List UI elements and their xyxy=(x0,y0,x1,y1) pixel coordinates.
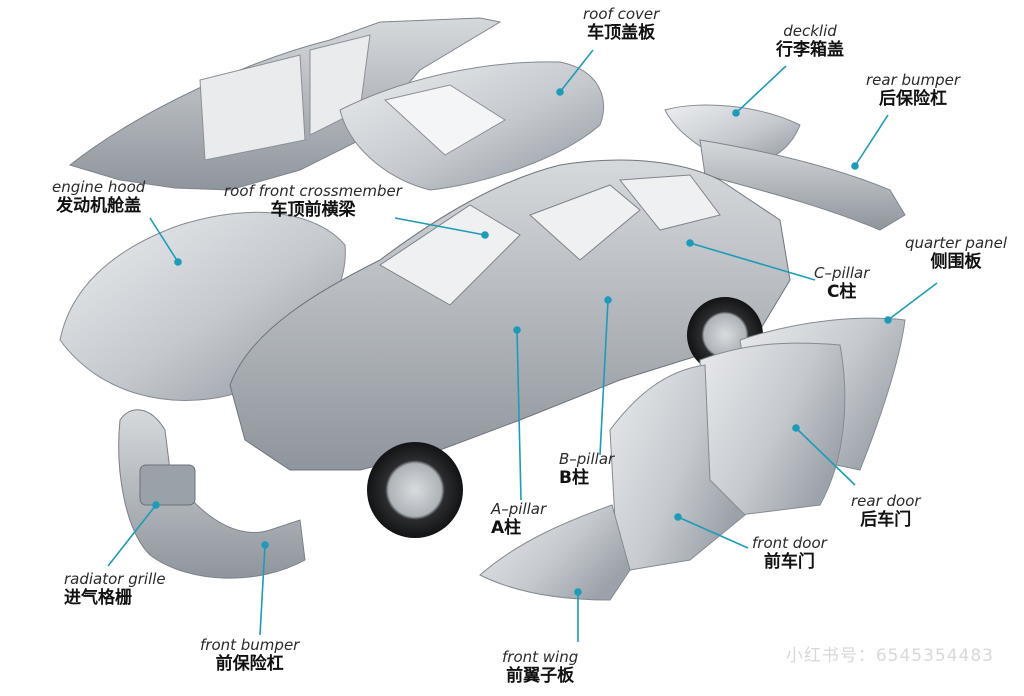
decklid-panel xyxy=(664,104,801,166)
watermark: 小红书号：6545354483 xyxy=(785,646,994,666)
decklid-en: decklid xyxy=(783,22,837,40)
rear-bumper-en: rear bumper xyxy=(866,71,961,89)
front-door-panel xyxy=(609,364,746,571)
label-front-wing: front wing 前翼子板 xyxy=(502,648,578,686)
front-bumper-zh: 前保险杠 xyxy=(215,654,284,674)
front-wing-panel xyxy=(479,504,631,601)
roof-front-zh: 车顶前横梁 xyxy=(270,200,356,220)
label-engine-hood: engine hood 发动机舱盖 xyxy=(52,178,145,216)
decklid-zh: 行李箱盖 xyxy=(776,40,844,60)
label-c-pillar: C–pillar C柱 xyxy=(814,264,869,302)
a-pillar-en: A–pillar xyxy=(491,500,547,518)
leader-decklid xyxy=(735,65,787,114)
leader-front-door xyxy=(677,516,749,549)
leader-lines xyxy=(107,49,938,642)
front-wing-zh: 前翼子板 xyxy=(506,666,575,686)
label-roof-cover: roof cover 车顶盖板 xyxy=(583,5,659,43)
quarter-panel-en: quarter panel xyxy=(905,234,1008,252)
leader-rear-door xyxy=(795,427,856,486)
leader-b-pillar xyxy=(599,299,609,456)
label-front-bumper: front bumper 前保险杠 xyxy=(200,636,299,674)
leader-a-pillar xyxy=(516,329,522,501)
leader-c-pillar xyxy=(689,242,816,281)
rear-door-zh: 后车门 xyxy=(860,510,912,530)
radiator-grille-en: radiator grille xyxy=(64,570,166,588)
leader-rear-bumper xyxy=(854,114,889,167)
rear-door-panel xyxy=(699,342,846,516)
rear-window-opening xyxy=(619,174,721,231)
sunroof-opening xyxy=(383,84,506,156)
leader-roof-front xyxy=(394,217,486,236)
front-bumper-en: front bumper xyxy=(200,636,300,654)
roof-cover-zh: 车顶盖板 xyxy=(587,23,656,43)
leader-quarter-panel xyxy=(887,282,938,321)
leader-engine-hood xyxy=(149,217,179,263)
radiator-grille-zh: 进气格栅 xyxy=(64,588,132,608)
label-roof-front-crossmember: roof front crossmember 车顶前横梁 xyxy=(224,182,402,220)
quarter-panel-zh: 侧围板 xyxy=(930,252,982,272)
leader-front-bumper xyxy=(259,544,266,636)
label-front-door: front door 前车门 xyxy=(752,534,827,572)
side-frame-door-opening xyxy=(199,54,306,161)
label-a-pillar: A–pillar A柱 xyxy=(491,500,546,538)
b-pillar-en: B–pillar xyxy=(559,450,615,468)
engine-hood-zh: 发动机舱盖 xyxy=(56,196,142,216)
rear-door-en: rear door xyxy=(851,492,921,510)
c-pillar-en: C–pillar xyxy=(814,264,870,282)
front-door-en: front door xyxy=(752,534,827,552)
rear-bumper-panel xyxy=(699,139,906,231)
radiator-grille-panel xyxy=(139,464,196,506)
label-decklid: decklid 行李箱盖 xyxy=(776,22,844,60)
front-bumper-panel xyxy=(118,409,306,579)
b-pillar-zh: B柱 xyxy=(559,468,589,488)
c-pillar-zh: C柱 xyxy=(826,282,857,302)
front-wheel xyxy=(367,442,463,538)
label-rear-door: rear door 后车门 xyxy=(851,492,921,530)
body-in-white xyxy=(229,159,791,471)
label-b-pillar: B–pillar B柱 xyxy=(559,450,614,488)
windshield-opening xyxy=(379,204,521,306)
a-pillar-zh: A柱 xyxy=(491,518,522,538)
front-door-zh: 前车门 xyxy=(763,552,815,572)
leader-roof-cover xyxy=(559,49,594,93)
roof-cover-en: roof cover xyxy=(583,5,660,23)
label-quarter-panel: quarter panel 侧围板 xyxy=(905,234,1007,272)
label-radiator-grille: radiator grille 进气格栅 xyxy=(64,570,166,608)
rear-bumper-zh: 后保险杠 xyxy=(879,89,948,109)
roof-front-en: roof front crossmember xyxy=(224,182,402,200)
side-window-opening xyxy=(529,184,641,261)
label-rear-bumper: rear bumper 后保险杠 xyxy=(866,71,960,109)
leader-radiator-grille xyxy=(107,504,157,567)
front-wing-en: front wing xyxy=(502,648,579,666)
engine-hood-en: engine hood xyxy=(52,178,146,196)
